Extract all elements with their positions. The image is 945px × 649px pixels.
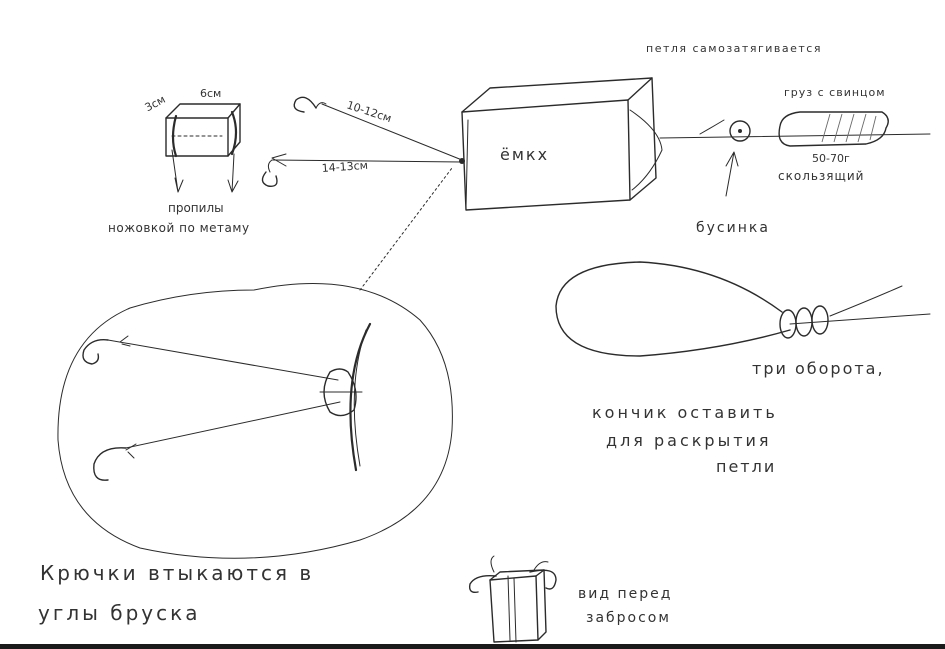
block-height-label: 3см [143, 93, 168, 115]
tip-label-line2: для раскрытия [606, 431, 772, 450]
bead-label: бусинка [696, 220, 770, 236]
hooks-label-line2: углы бруска [38, 601, 200, 625]
leash-bottom-length: 14-13см [321, 159, 368, 175]
leash-top-length: 10-12см [345, 98, 393, 125]
before-cast-drawing [468, 555, 557, 643]
hooks-label-line1: Крючки втыкаются в [40, 561, 314, 585]
sinker-type: скользящий [778, 169, 864, 183]
feeder-label: ёмкх [500, 145, 549, 164]
saw-cut-label: пропилы [168, 201, 224, 215]
feeder-box-drawing [459, 77, 663, 211]
sinker-weight: 50-70г [812, 152, 850, 165]
saw-cut-label-line2: ножовкой по метаму [108, 221, 250, 235]
tip-label-line1: кончик оставить [592, 403, 778, 422]
detail-circle-drawing [57, 167, 453, 559]
main-line-drawing [659, 111, 931, 197]
block-width-label: 6см [200, 87, 221, 100]
before-cast-label-line1: вид перед [578, 586, 672, 602]
turns-label: три оборота, [752, 359, 885, 378]
small-block-drawing [165, 103, 241, 193]
tip-label-line3: петли [716, 457, 776, 476]
top-hooks-drawing [261, 96, 463, 187]
before-cast-label-line2: забросом [586, 610, 671, 626]
loop-title: петля самозатягивается [646, 42, 822, 55]
sinker-label: груз с свинцом [784, 86, 886, 99]
scan-edge [0, 644, 945, 649]
loop-knot-drawing [555, 261, 931, 357]
